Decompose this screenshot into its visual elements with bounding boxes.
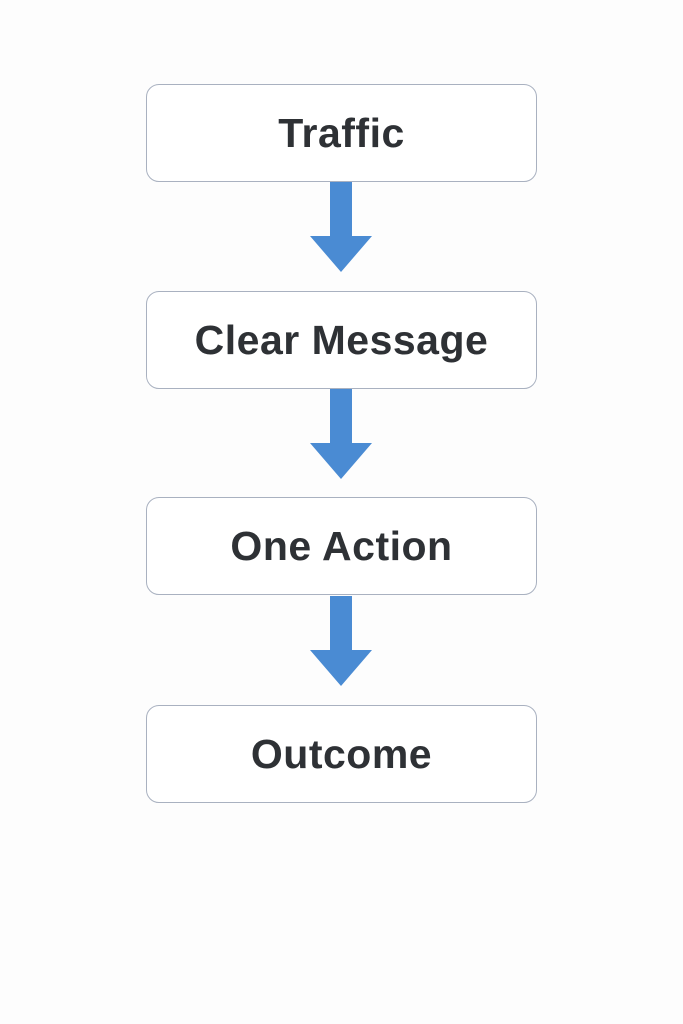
flow-node-label: Traffic [278, 109, 405, 156]
flow-node-one-action: One Action [146, 497, 537, 595]
down-arrow-icon [310, 596, 372, 686]
flow-node-label: Outcome [250, 730, 433, 777]
down-arrow-icon [310, 389, 372, 479]
flow-node-traffic: Traffic [146, 84, 537, 182]
flow-node-label: One Action [230, 522, 453, 569]
flow-node-clear-message: Clear Message [146, 291, 537, 389]
flow-node-label: Clear Message [194, 316, 489, 363]
flow-node-outcome: Outcome [146, 705, 537, 803]
down-arrow-icon [310, 182, 372, 272]
